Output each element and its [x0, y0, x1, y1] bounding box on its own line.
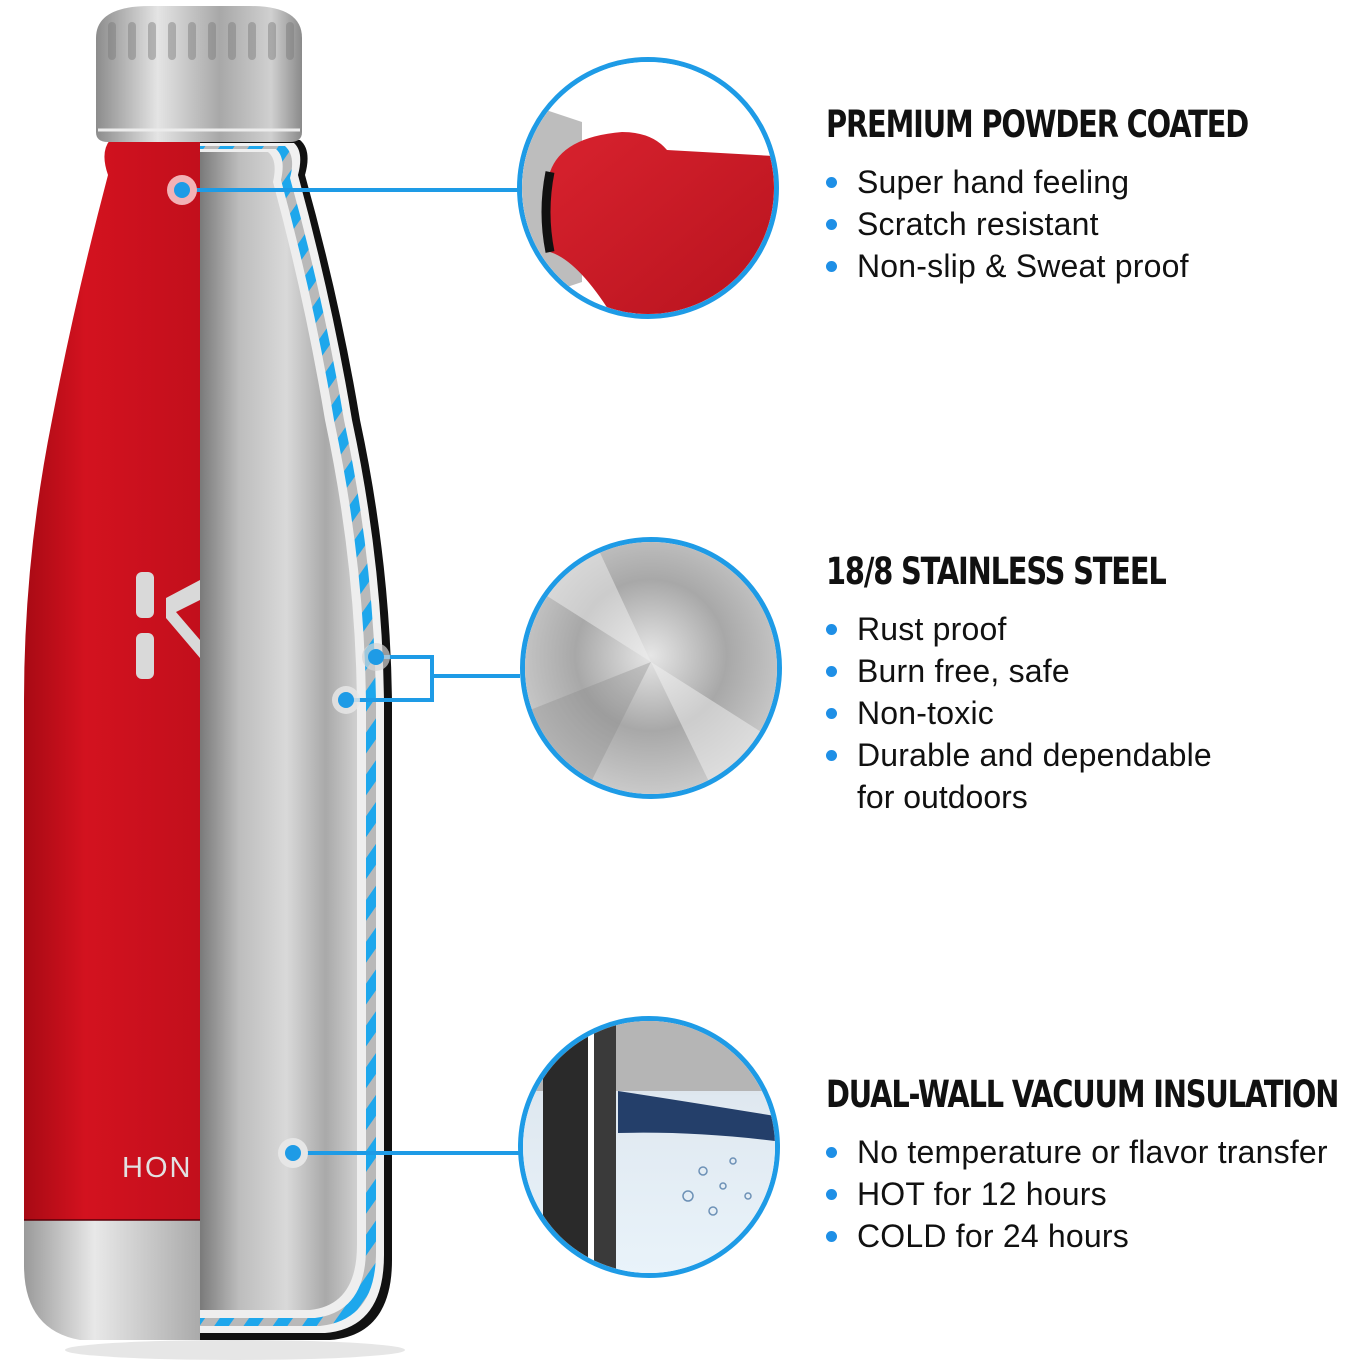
feature-powder-coated: PREMIUM POWDER COATED Super hand feeling… [826, 103, 1367, 287]
feature-point: Durable and dependable [826, 734, 1261, 776]
feature-point-continuation: for outdoors [857, 779, 1028, 815]
feature-title: PREMIUM POWDER COATED [826, 103, 1249, 146]
feature-title: 18/8 STAINLESS STEEL [826, 550, 1167, 593]
feature-point: Burn free, safe [826, 650, 1261, 692]
bullet-icon [826, 708, 837, 719]
feature-stainless-steel: 18/8 STAINLESS STEEL Rust proof Burn fre… [826, 550, 1261, 818]
stainless-steel-detail-image [520, 537, 782, 799]
feature-point: Super hand feeling [826, 161, 1367, 203]
feature-point: HOT for 12 hours [826, 1173, 1369, 1215]
bullet-icon [826, 1231, 837, 1242]
bottle-cross-section-illustration: HON [24, 6, 520, 1360]
powder-coat-detail-image [517, 57, 779, 319]
bullet-icon [826, 1189, 837, 1200]
bullet-icon [826, 624, 837, 635]
feature-point: Non-toxic [826, 692, 1261, 734]
feature-point: No temperature or flavor transfer [826, 1131, 1369, 1173]
brand-logo-icon [136, 572, 200, 679]
bullet-icon [826, 177, 837, 188]
feature-point: COLD for 24 hours [826, 1215, 1369, 1257]
brand-wordmark: HON [122, 1152, 192, 1184]
feature-point: Scratch resistant [826, 203, 1367, 245]
feature-points: Rust proof Burn free, safe Non-toxic Dur… [826, 608, 1261, 776]
vacuum-insulation-detail-image [518, 1016, 780, 1278]
bullet-icon [826, 219, 837, 230]
feature-title: DUAL-WALL VACUUM INSULATION [826, 1073, 1339, 1116]
bullet-icon [826, 1147, 837, 1158]
bullet-icon [826, 666, 837, 677]
feature-points: Super hand feeling Scratch resistant Non… [826, 161, 1367, 287]
feature-points: No temperature or flavor transfer HOT fo… [826, 1131, 1369, 1257]
feature-point: Non-slip & Sweat proof [826, 245, 1367, 287]
feature-vacuum-insulation: DUAL-WALL VACUUM INSULATION No temperatu… [826, 1073, 1369, 1257]
bullet-icon [826, 261, 837, 272]
feature-point: Rust proof [826, 608, 1261, 650]
bullet-icon [826, 750, 837, 761]
